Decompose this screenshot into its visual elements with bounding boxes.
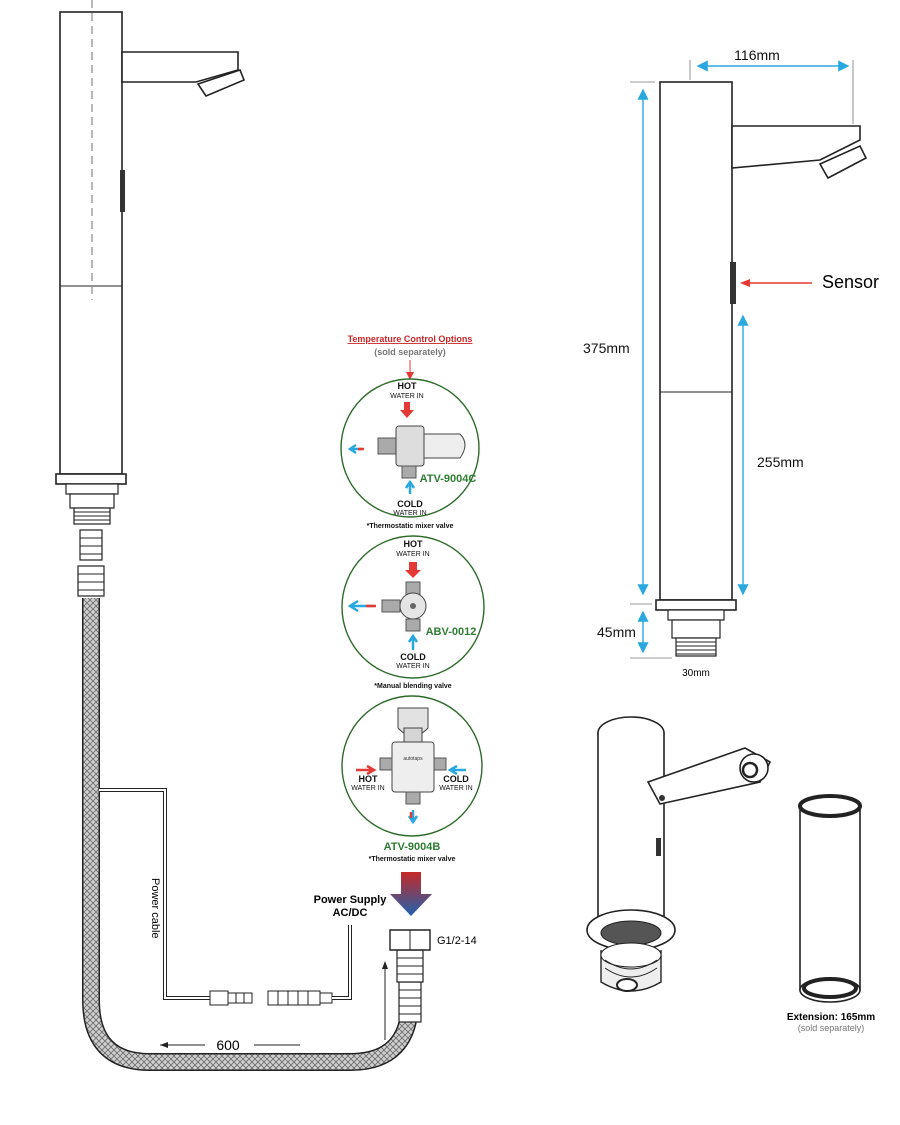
svg-text:HOT: HOT xyxy=(398,381,418,391)
svg-text:WATER IN: WATER IN xyxy=(439,785,472,792)
options-subtitle: (sold separately) xyxy=(374,347,446,357)
power-cable-label: Power cable xyxy=(149,878,161,939)
dimension-lines xyxy=(630,60,854,659)
svg-text:HOT: HOT xyxy=(359,774,379,784)
svg-text:WATER IN: WATER IN xyxy=(393,510,426,517)
braided-hose xyxy=(82,598,419,1071)
options-title: Temperature Control Options xyxy=(348,334,473,344)
left-faucet xyxy=(55,0,246,597)
svg-text:ABV-0012: ABV-0012 xyxy=(426,626,477,638)
power-supply-line2: AC/DC xyxy=(333,907,368,919)
valve-option-1: HOT WATER IN ATV-9004C COLD WATER IN xyxy=(340,378,480,518)
extension-tube xyxy=(798,794,862,1003)
dimension-faucet xyxy=(655,81,868,657)
svg-text:WATER IN: WATER IN xyxy=(396,663,429,670)
thread-label: G1/2-14 xyxy=(437,935,477,947)
svg-text:WATER IN: WATER IN xyxy=(351,785,384,792)
svg-text:COLD: COLD xyxy=(397,499,423,509)
dim-spout-length: 116mm xyxy=(734,47,780,63)
svg-text:ATV-9004C: ATV-9004C xyxy=(420,473,477,485)
hose-length-label: 600 xyxy=(216,1037,240,1053)
svg-text:COLD: COLD xyxy=(443,774,469,784)
dim-thread-diameter: 30mm xyxy=(682,668,710,679)
valve-3-type: *Thermostatic mixer valve xyxy=(369,856,456,863)
extension-label: Extension: 165mm xyxy=(787,1012,875,1023)
svg-text:WATER IN: WATER IN xyxy=(390,393,423,400)
flow-arrow xyxy=(390,872,432,916)
hose-fitting xyxy=(382,929,431,1040)
power-cable xyxy=(99,788,352,1006)
svg-text:COLD: COLD xyxy=(400,652,426,662)
extension-note: (sold separately) xyxy=(798,1023,865,1033)
valve-option-3: autotaps HOT WATER IN COLD WATER IN xyxy=(341,695,483,837)
valve-3-model: ATV-9004B xyxy=(384,841,441,853)
dim-body-height: 255mm xyxy=(757,454,804,470)
dim-thread-height: 45mm xyxy=(597,624,636,640)
dim-total-height: 375mm xyxy=(583,340,630,356)
svg-text:autotaps: autotaps xyxy=(403,756,423,762)
svg-text:HOT: HOT xyxy=(404,539,424,549)
valve-1-type: *Thermostatic mixer valve xyxy=(367,523,454,530)
sensor-label: Sensor xyxy=(822,272,879,292)
valve-2-type: *Manual blending valve xyxy=(374,683,452,690)
isometric-faucet xyxy=(586,716,772,992)
svg-text:WATER IN: WATER IN xyxy=(396,551,429,558)
power-supply-line1: Power Supply xyxy=(314,894,388,906)
valve-option-2: HOT WATER IN ABV-0012 COLD WATER IN xyxy=(341,535,485,679)
